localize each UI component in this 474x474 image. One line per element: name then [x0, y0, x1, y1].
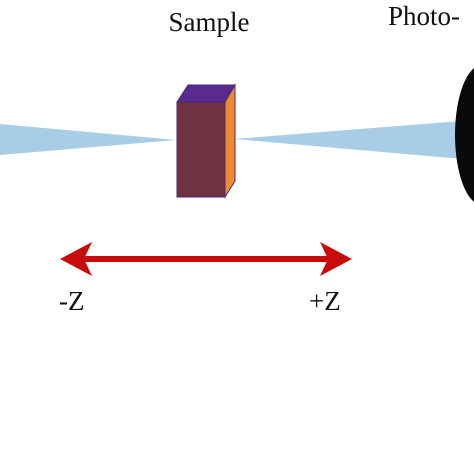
sample-cuboid-icon: [176, 83, 236, 199]
sample-label: Sample: [169, 7, 250, 37]
incoming-beam: [0, 124, 176, 155]
minus-z-label: -Z: [59, 286, 84, 316]
sample-front-face: [176, 101, 226, 198]
plus-z-label: +Z: [309, 286, 341, 316]
outgoing-beam: [234, 120, 474, 160]
photodetector-lens-icon: [455, 68, 474, 202]
arrow-head-right: [320, 242, 352, 276]
double-arrow-icon: [60, 242, 352, 276]
photodetector-label: Photo-: [388, 1, 460, 31]
arrow-head-left: [60, 242, 92, 276]
sample-side-face: [224, 83, 236, 199]
